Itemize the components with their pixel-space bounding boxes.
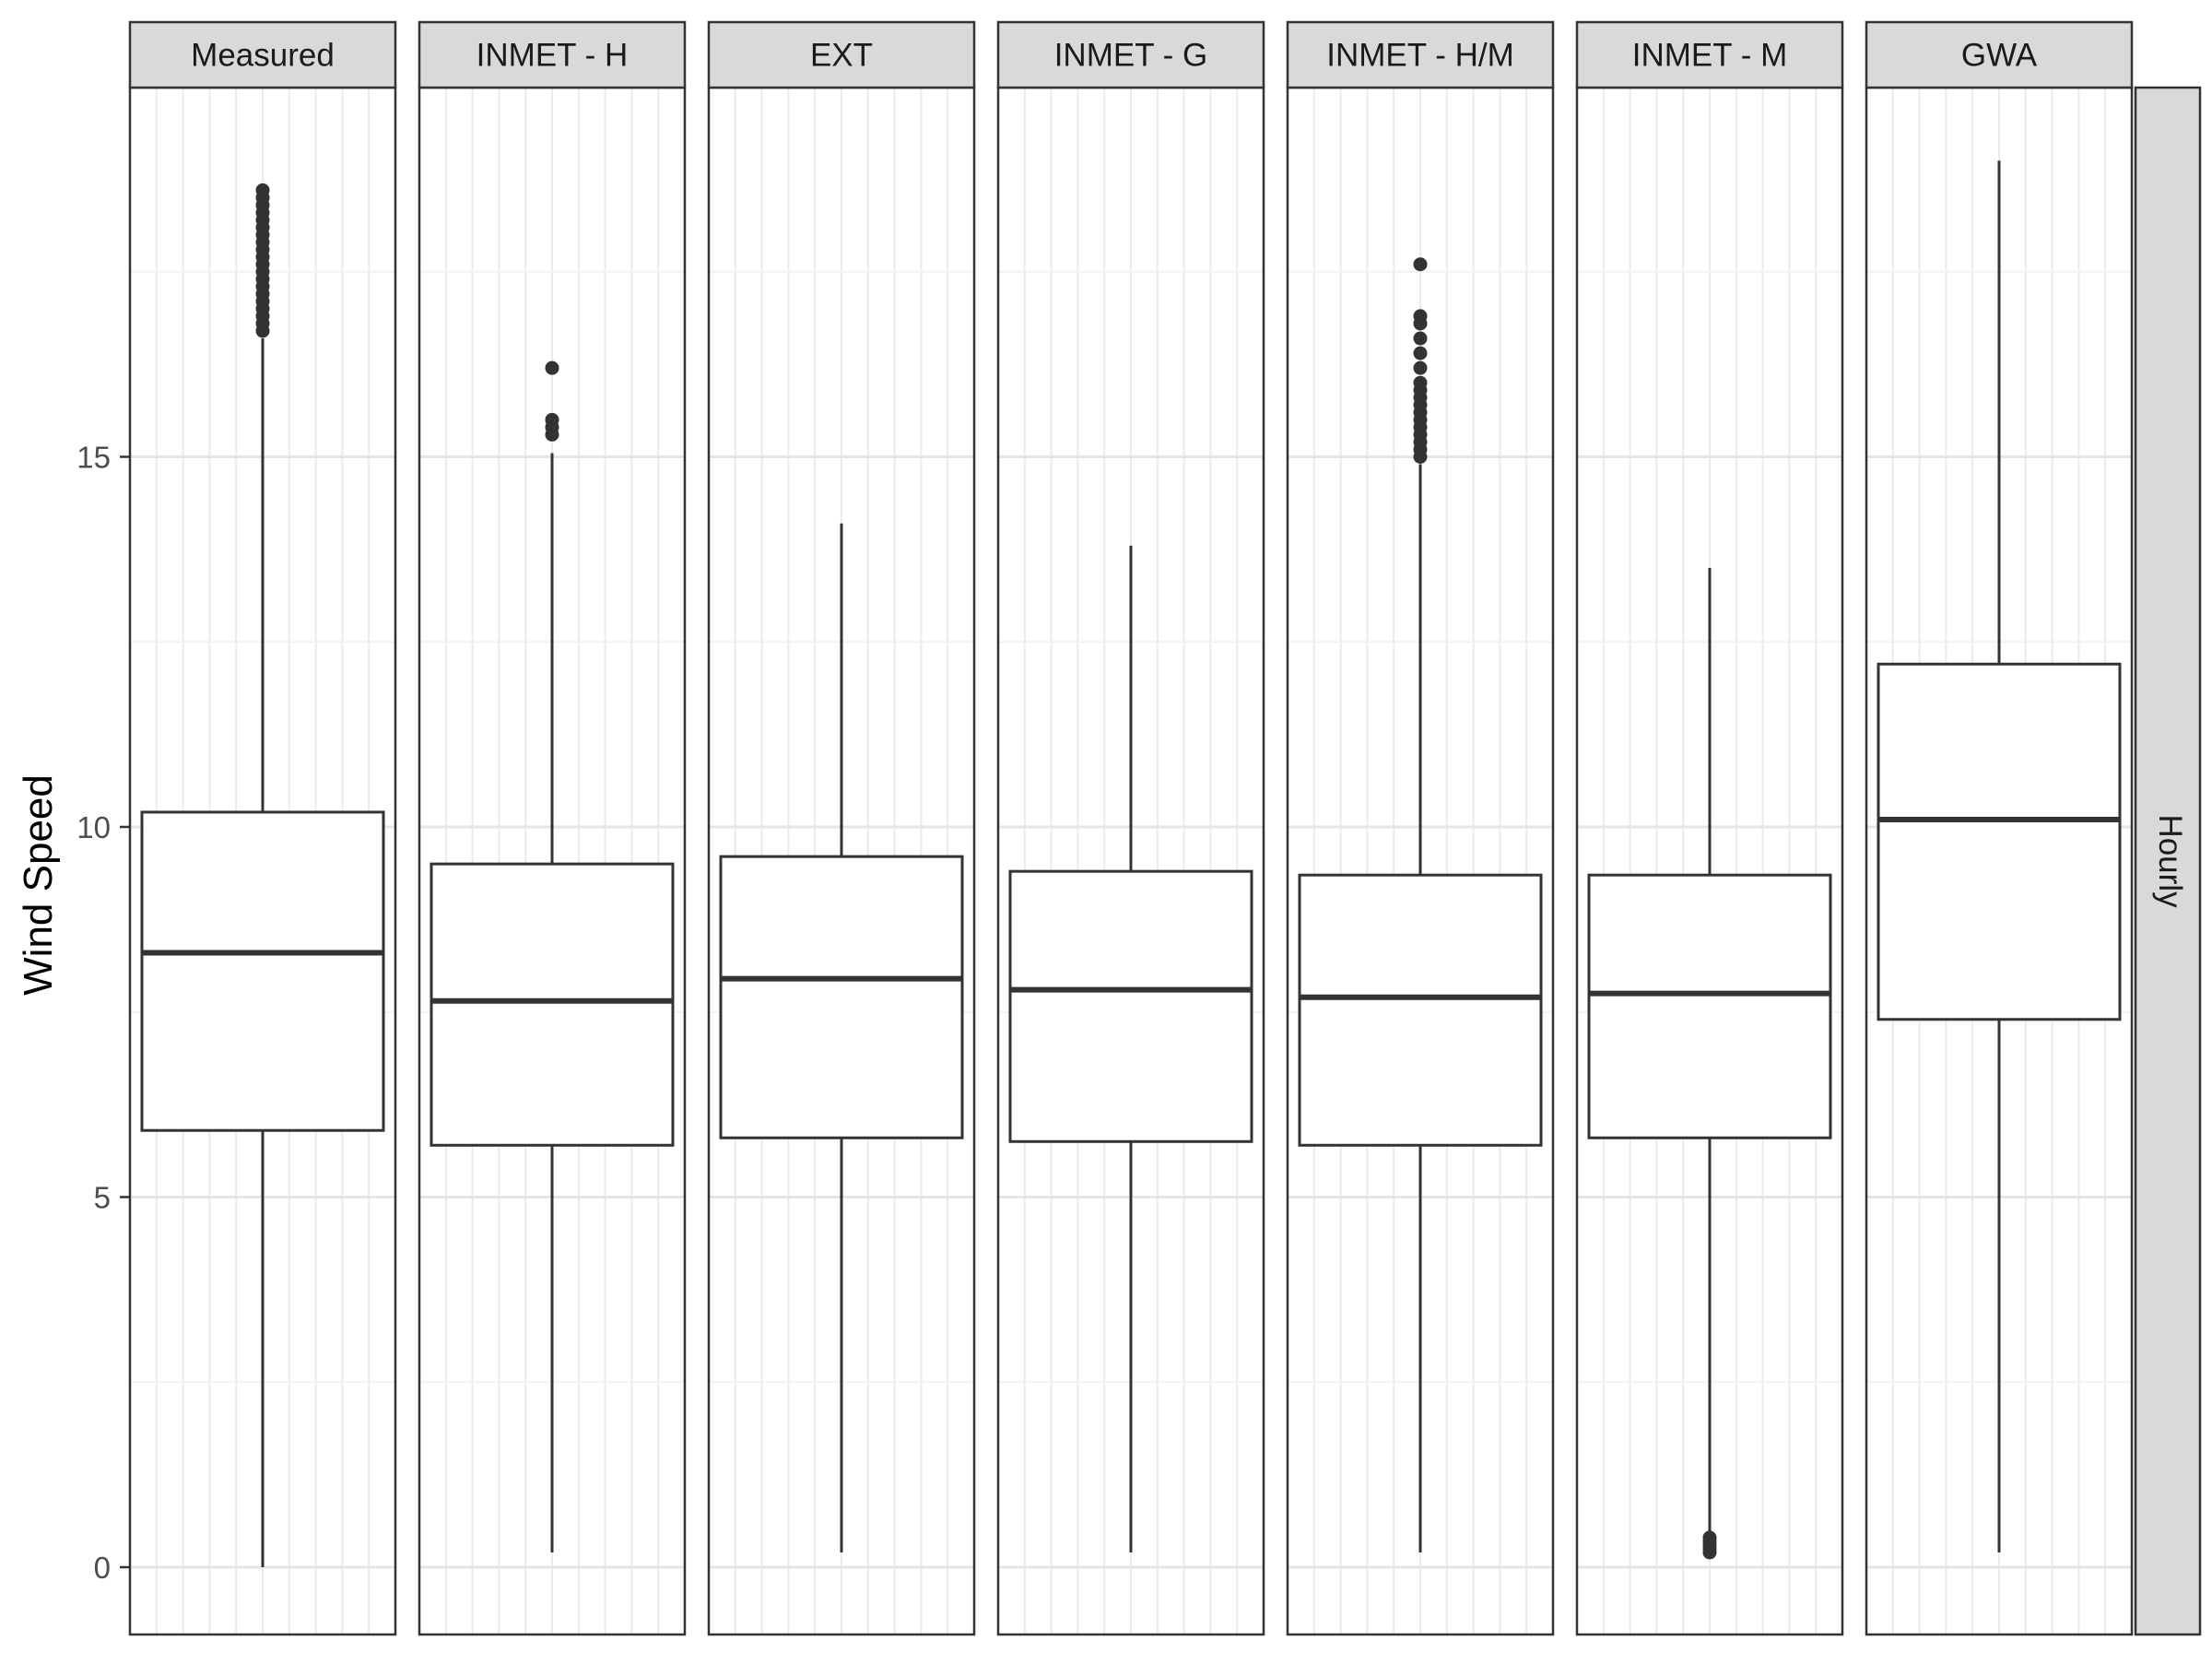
panel-inmet-h-m: INMET - H/M [1286, 20, 1555, 1636]
outlier-point [1413, 331, 1428, 346]
outlier-point [1702, 1530, 1717, 1545]
strip-box [1575, 20, 1844, 89]
outlier-point [545, 360, 559, 375]
iqr-box [719, 855, 964, 1139]
strip-label: INMET - H [477, 38, 629, 74]
panel-measured: Measured [128, 20, 397, 1636]
iqr-box [140, 810, 385, 1132]
y-axis-title: Wind Speed [16, 774, 61, 996]
y-tick-label: 15 [76, 441, 111, 475]
strip-box [1286, 20, 1555, 89]
outlier-point [1413, 257, 1428, 272]
row-strip: Hourly [2134, 86, 2202, 1636]
strip-label: EXT [810, 38, 873, 74]
y-axis: 0 5 10 15 [76, 441, 130, 1585]
strip-box [996, 20, 1265, 89]
iqr-box [1008, 869, 1253, 1143]
strip-box [128, 20, 397, 89]
iqr-box [1298, 873, 1543, 1147]
strip-label: INMET - H/M [1326, 38, 1514, 74]
strip-box [418, 20, 687, 89]
outlier-point [1413, 346, 1428, 360]
panel-inmet-m: INMET - M [1575, 20, 1844, 1636]
y-tick-label: 0 [94, 1551, 111, 1585]
row-strip-box [2134, 86, 2202, 1636]
strip-label: INMET - M [1632, 38, 1788, 74]
strip-label: GWA [1961, 38, 2038, 74]
outlier-point [255, 183, 270, 197]
outlier-point [1413, 375, 1428, 390]
strip-box [707, 20, 976, 89]
panels-layer: Measured INMET - H EXT INMET - G INMET - H/M… [128, 20, 2134, 1636]
y-tick-label: 10 [76, 810, 111, 844]
panel-gwa: GWA [1865, 20, 2134, 1636]
panel-inmet-g: INMET - G [996, 20, 1265, 1636]
strip-box [1865, 20, 2134, 89]
outlier-point [1413, 360, 1428, 375]
panel-inmet-h: INMET - H [418, 20, 687, 1636]
iqr-box [1587, 873, 1832, 1139]
outlier-point [1413, 309, 1428, 324]
strip-label: INMET - G [1054, 38, 1208, 74]
y-tick-label: 5 [94, 1181, 111, 1215]
iqr-box [1877, 662, 2122, 1021]
outlier-point [545, 412, 559, 427]
strip-label: Measured [191, 38, 335, 74]
panel-ext: EXT [707, 20, 976, 1636]
row-strip-label: Hourly [2152, 814, 2188, 908]
iqr-box [429, 862, 675, 1147]
